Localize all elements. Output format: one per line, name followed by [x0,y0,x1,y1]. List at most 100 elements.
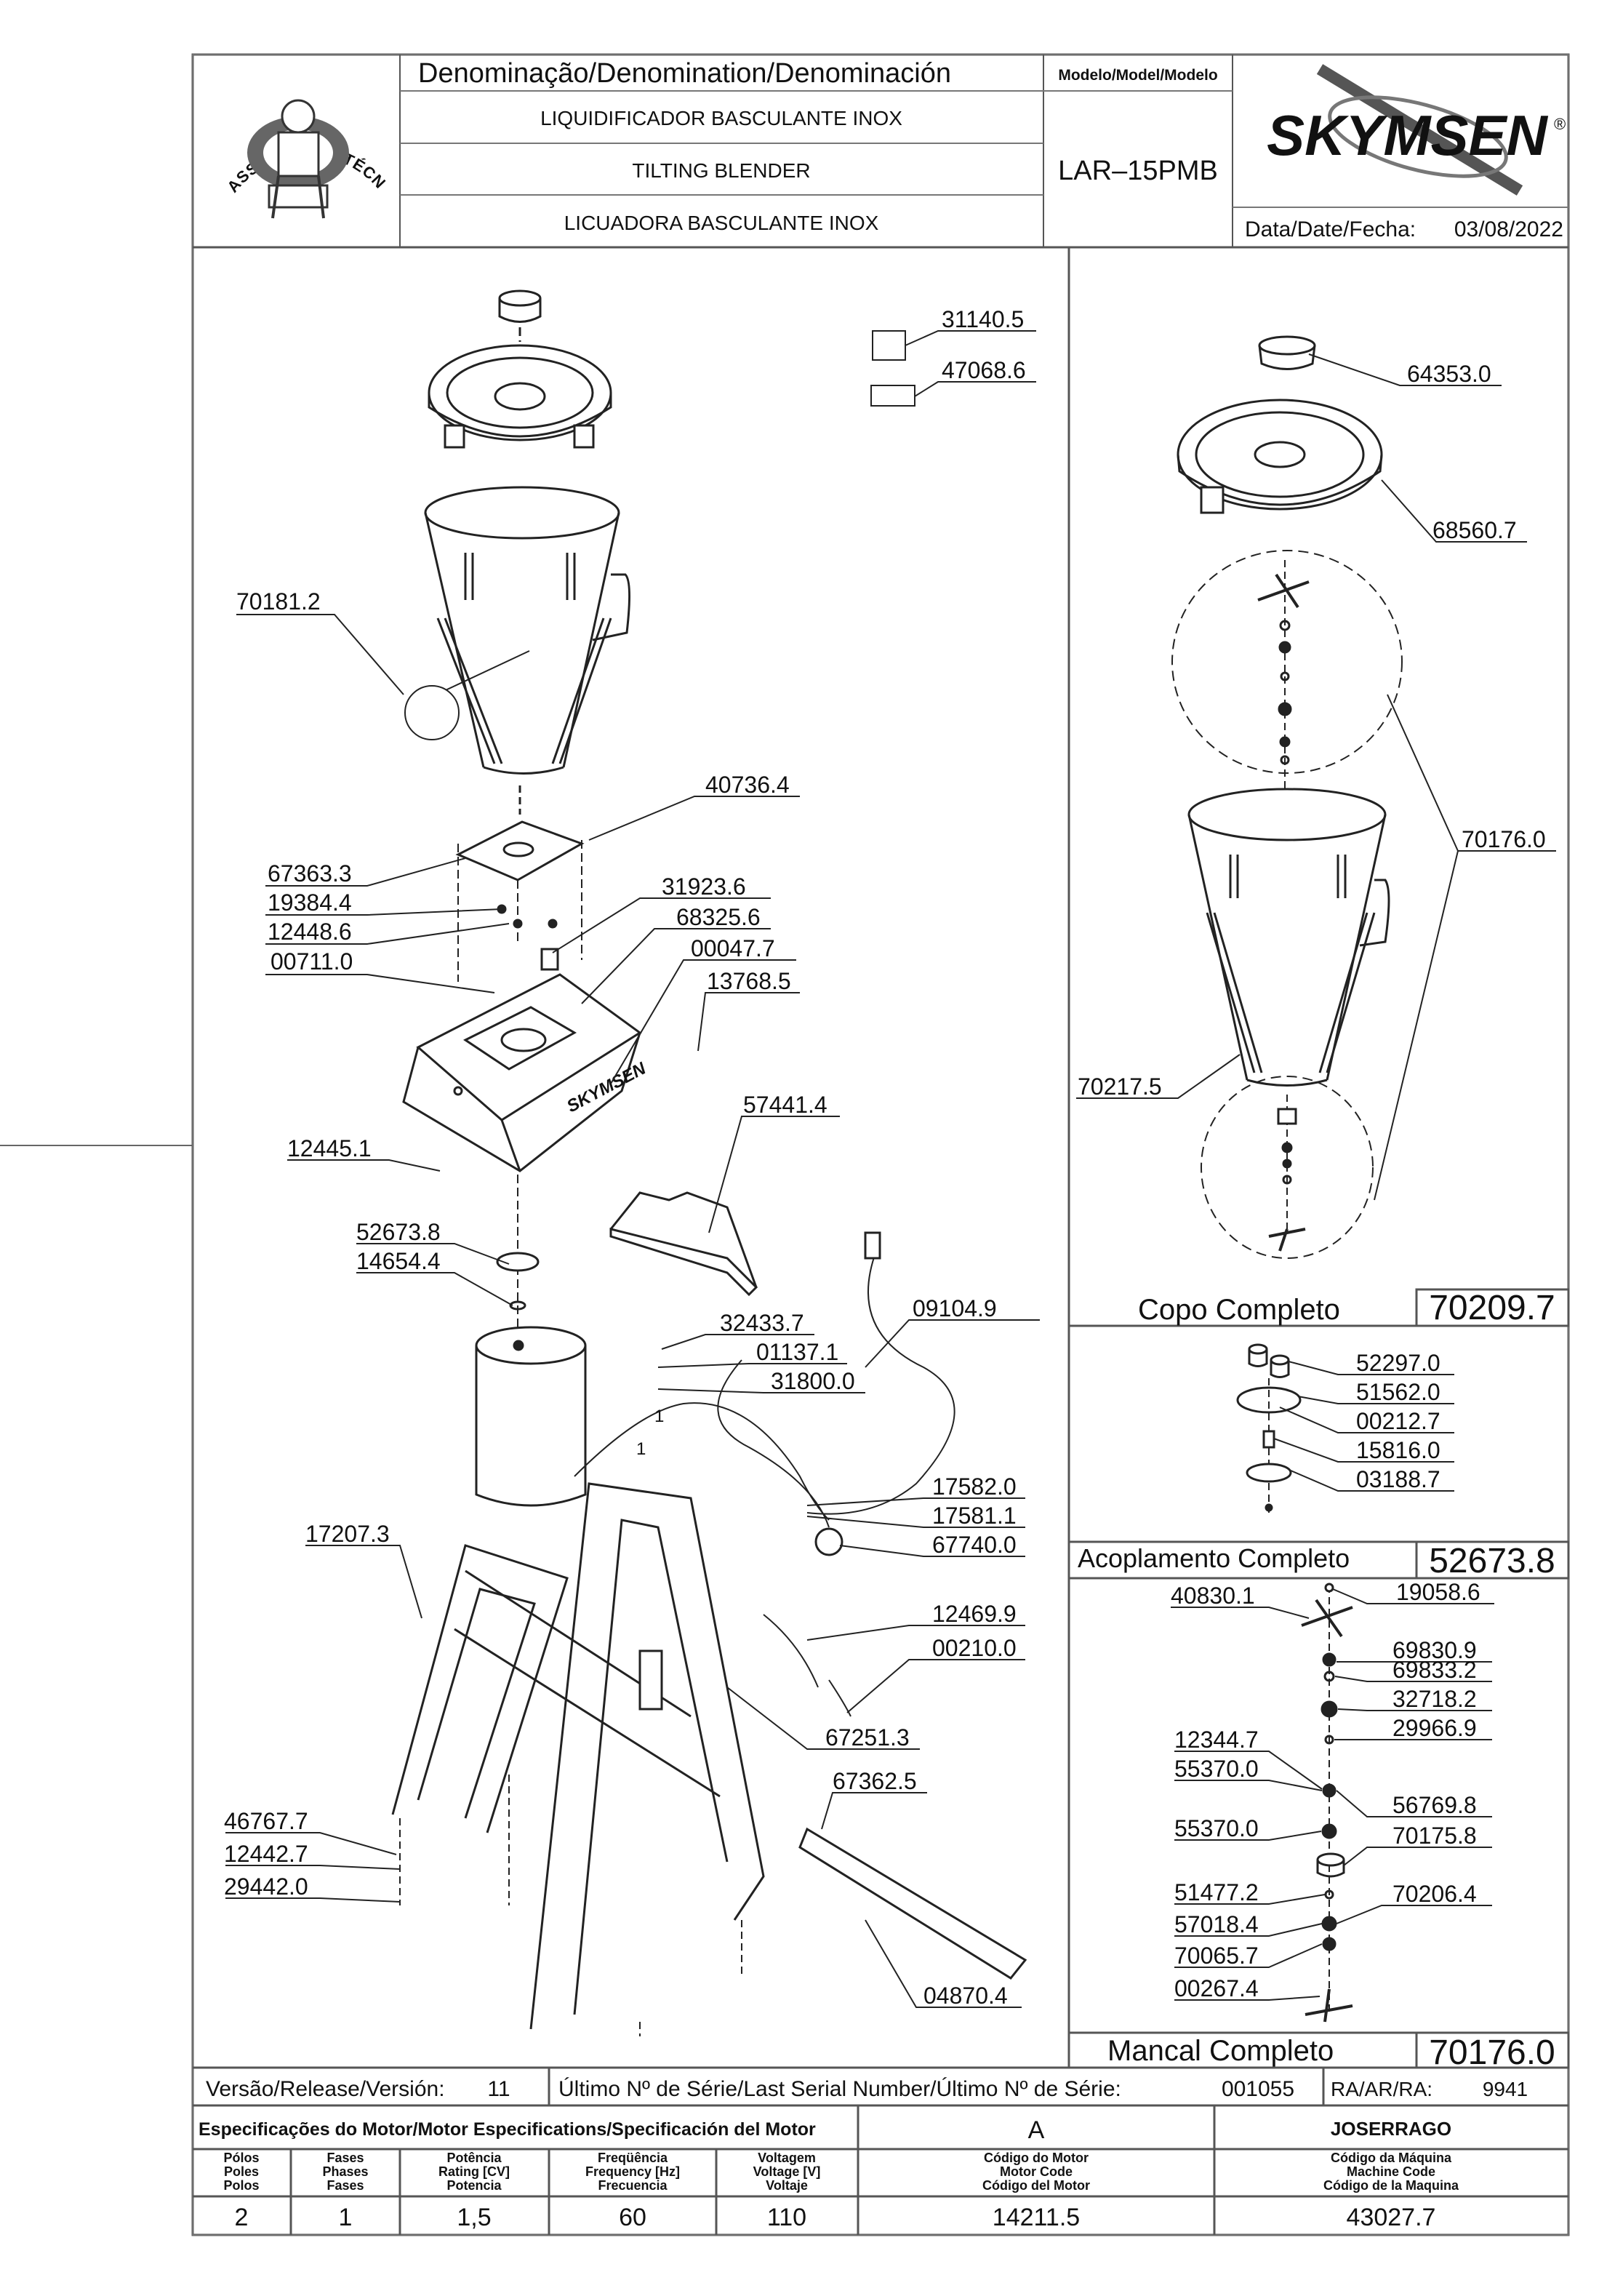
spec-value-6: 43027.7 [1347,2204,1436,2231]
main-part-15: 14654.4 [356,1248,441,1274]
copo-part-0: 64353.0 [1407,361,1491,387]
mancal-title: Mancal Completo [1107,2035,1334,2067]
main-part-27: 67362.5 [833,1768,917,1794]
spec-header-3-1: Frequency [Hz] [585,2164,680,2179]
wire-mark-2: 1 [636,1439,646,1459]
main-part-13: 12445.1 [287,1135,372,1161]
mancal-part-14: 70065.7 [1174,1943,1259,1969]
jar-drawing [404,486,631,815]
mancal-part-6: 12344.7 [1174,1727,1259,1753]
main-part-22: 67740.0 [932,1532,1017,1558]
model-value: LAR–15PMB [1058,156,1218,186]
mancal-part-11: 51477.2 [1174,1879,1259,1905]
main-part-30: 29442.0 [224,1873,308,1900]
main-part-9: 00711.0 [270,948,353,975]
main-part-26: 67251.3 [825,1724,910,1751]
spec-header-6-2: Código de la Maquina [1323,2178,1459,2193]
acoplamento-part-0: 52297.0 [1356,1350,1440,1376]
spec-value-3: 60 [619,2204,646,2231]
mancal-drawing [1301,1583,1353,2023]
panel-titles: Copo Completo 70209.7 Acoplamento Comple… [1078,1289,1555,2072]
wire-mark-1: 1 [654,1407,664,1426]
lid-knob-drawing [498,289,542,342]
spec-header-1-1: Phases [322,2164,368,2179]
main-part-25: 00210.0 [932,1635,1017,1661]
acoplamento-part-4: 03188.7 [1356,1466,1440,1492]
spec-header-4-0: Voltagem [758,2151,816,2165]
title-block-footer: Versão/Release/Versión: 11 Último Nº de … [193,2066,1568,2235]
version-value: 11 [487,2077,510,2101]
model-label: Modelo/Model/Modelo [1058,67,1217,84]
copo-part-1: 68560.7 [1432,517,1517,543]
main-part-2: 70181.2 [236,588,321,615]
ra-label: RA/AR/RA: [1331,2078,1432,2100]
mancal-leader-lines [1171,1588,1494,2001]
mancal-part-4: 32718.2 [1392,1686,1477,1712]
main-part-12: 57441.4 [743,1092,827,1118]
main-part-19: 31800.0 [771,1368,855,1394]
copo-leader-lines [1076,353,1556,1201]
mancal-part-2: 69830.9 [1392,1637,1477,1663]
main-part-8: 68325.6 [676,904,761,930]
copo-title: Copo Completo [1138,1294,1340,1326]
main-part-11: 13768.5 [707,968,791,994]
main-part-0: 31140.5 [942,306,1024,332]
denomination-label: Denominação/Denomination/Denominación [418,58,951,89]
spec-value-0: 2 [235,2204,249,2231]
main-part-23: 17207.3 [305,1521,390,1547]
part-number-labels: 31140.547068.670181.240736.467363.319384… [224,306,1546,2009]
main-part-6: 12448.6 [268,919,352,945]
main-part-16: 09104.9 [913,1295,997,1321]
spec-letter: A [1028,2116,1045,2144]
spec-header-5-1: Motor Code [1000,2164,1073,2179]
spec-headers: PólosPolesPolosFasesPhasesFasesPotênciaR… [223,2151,1459,2193]
name-es: LICUADORA BASCULANTE INOX [564,212,879,234]
spec-header-5-0: Código do Motor [984,2151,1089,2165]
mancal-part-0: 40830.1 [1171,1583,1255,1609]
support-drawing [609,1191,758,1297]
copo-code: 70209.7 [1429,1289,1555,1327]
main-part-7: 31923.6 [662,873,746,900]
spec-header-6-1: Machine Code [1347,2164,1435,2179]
spec-header-1-0: Fases [326,2151,364,2165]
coupling-drawing [496,1175,540,1345]
main-exploded-view: SKYMSEN [391,247,1070,2068]
main-part-3: 40736.4 [705,772,790,798]
spec-header-1-2: Fases [326,2178,364,2193]
main-part-29: 12442.7 [224,1841,308,1867]
mancal-part-5: 29966.9 [1392,1715,1477,1741]
mancal-part-15: 00267.4 [1174,1975,1259,2001]
spec-value-2: 1,5 [457,2204,491,2231]
mancal-code: 70176.0 [1429,2033,1555,2072]
date-label: Data/Date/Fecha: [1245,217,1416,241]
lid-drawing [428,344,612,449]
copo-part-3: 70217.5 [1078,1073,1162,1100]
spec-value-5: 14211.5 [993,2204,1080,2231]
acoplamento-drawing [1236,1343,1302,1513]
mancal-part-3: 69833.2 [1392,1657,1477,1683]
spec-header-3-2: Frecuencia [598,2178,668,2193]
mancal-part-10: 70175.8 [1392,1823,1477,1849]
spec-header-4-1: Voltage [V] [753,2164,821,2179]
power-cord-drawing [574,1231,955,1717]
mancal-part-1: 19058.6 [1396,1579,1480,1605]
mancal-part-13: 57018.4 [1174,1911,1259,1937]
main-part-4: 67363.3 [268,860,352,887]
main-leader-lines [225,330,1040,2008]
spec-header-2-1: Rating [CV] [438,2164,510,2179]
spec-header-3-0: Freqüência [598,2151,668,2165]
name-en: TILTING BLENDER [632,159,810,182]
spec-value-4: 110 [767,2204,806,2231]
serial-value: 001055 [1222,2077,1294,2101]
acoplamento-part-3: 15816.0 [1356,1437,1440,1463]
copo-part-2: 70176.0 [1462,826,1546,852]
main-part-20: 17582.0 [932,1473,1017,1500]
main-part-31: 04870.4 [923,1983,1008,2009]
main-part-5: 19384.4 [268,889,352,916]
acoplamento-code: 52673.8 [1429,1542,1555,1580]
spec-header-0-2: Polos [223,2178,259,2193]
spec-label: Especificações do Motor/Motor Especifica… [199,2119,816,2140]
mancal-part-7: 55370.0 [1174,1756,1259,1782]
